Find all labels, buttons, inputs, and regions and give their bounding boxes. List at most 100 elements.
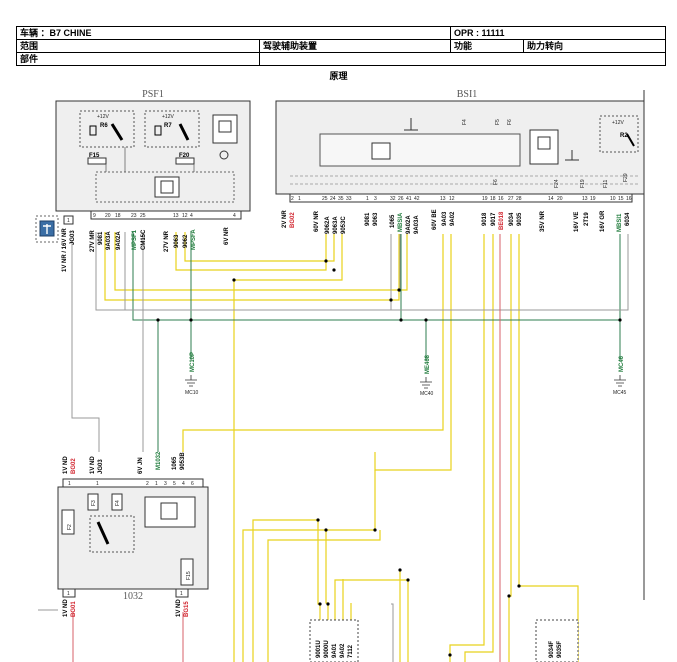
svg-text:+12V: +12V xyxy=(162,114,174,120)
svg-text:15: 15 xyxy=(618,196,624,202)
module-1032: 1032 F2 F3 F4 F15 xyxy=(57,478,209,602)
svg-text:4: 4 xyxy=(233,213,236,219)
svg-text:9053B: 9053B xyxy=(180,452,186,470)
svg-text:19: 19 xyxy=(590,196,596,202)
svg-text:33: 33 xyxy=(346,196,352,202)
svg-text:35V NR: 35V NR xyxy=(540,210,546,232)
svg-text:16V GR: 16V GR xyxy=(600,210,606,232)
svg-text:1065: 1065 xyxy=(390,214,396,228)
svg-text:MC10P: MC10P xyxy=(190,352,196,372)
svg-text:5: 5 xyxy=(173,481,176,487)
svg-text:9A03: 9A03 xyxy=(442,211,448,226)
svg-text:+12V: +12V xyxy=(612,120,624,126)
svg-text:1V ND: 1V ND xyxy=(176,599,182,617)
svg-text:32: 32 xyxy=(390,196,396,202)
svg-text:28: 28 xyxy=(516,196,522,202)
svg-text:9035F: 9035F xyxy=(557,641,563,658)
svg-text:MC45: MC45 xyxy=(613,390,627,396)
svg-text:MBSIA: MBSIA xyxy=(398,212,404,232)
svg-text:9081: 9081 xyxy=(98,231,104,245)
svg-text:PSF1: PSF1 xyxy=(142,89,164,100)
part-value xyxy=(259,52,666,66)
svg-text:1V NR / 16V NR: 1V NR / 16V NR xyxy=(62,228,68,272)
bsi1-pins: 2 1 25 24 35 33 1 3 32 26 41 42 13 12 19… xyxy=(291,196,632,202)
svg-text:F15: F15 xyxy=(186,571,192,580)
green-wires xyxy=(132,232,621,452)
svg-text:1V ND: 1V ND xyxy=(63,599,69,617)
svg-text:BE018: BE018 xyxy=(499,211,505,230)
svg-text:F6: F6 xyxy=(507,119,513,125)
svg-text:F11: F11 xyxy=(603,180,609,188)
svg-text:F2: F2 xyxy=(67,524,73,530)
svg-text:MBSI1: MBSI1 xyxy=(617,213,623,232)
svg-text:BG02: BG02 xyxy=(71,458,77,474)
svg-text:27: 27 xyxy=(508,196,514,202)
svg-text:MC10: MC10 xyxy=(185,390,199,396)
svg-text:BG15: BG15 xyxy=(184,601,190,617)
svg-text:20: 20 xyxy=(105,213,111,219)
svg-text:F4: F4 xyxy=(115,500,121,506)
svg-text:1: 1 xyxy=(155,481,158,487)
svg-text:25: 25 xyxy=(140,213,146,219)
svg-text:16: 16 xyxy=(498,196,504,202)
svg-text:9063A: 9063A xyxy=(333,216,339,234)
svg-text:BG02: BG02 xyxy=(290,212,296,228)
svg-text:13: 13 xyxy=(440,196,446,202)
svg-text:60V NR: 60V NR xyxy=(314,210,320,232)
svg-text:F5: F5 xyxy=(495,119,501,125)
svg-text:20: 20 xyxy=(557,196,563,202)
svg-text:4: 4 xyxy=(182,481,185,487)
svg-text:+12V: +12V xyxy=(97,114,109,120)
svg-text:18: 18 xyxy=(490,196,496,202)
svg-text:9A02A: 9A02A xyxy=(116,231,122,250)
svg-text:41: 41 xyxy=(406,196,412,202)
svg-text:13: 13 xyxy=(582,196,588,202)
svg-text:1: 1 xyxy=(68,481,71,487)
part-label: 部件 xyxy=(16,52,260,66)
svg-text:1: 1 xyxy=(96,481,99,487)
bsi1-unit: BSI1 +12V R2 F4 F5 F6 F6 F24 F19 F11 F29 xyxy=(275,89,645,203)
svg-text:9A02: 9A02 xyxy=(450,211,456,226)
svg-text:18: 18 xyxy=(115,213,121,219)
svg-text:1V ND: 1V ND xyxy=(63,456,69,474)
ground-mc10: MC10P MC10 xyxy=(185,352,199,396)
svg-text:13: 13 xyxy=(173,213,179,219)
svg-text:F15: F15 xyxy=(89,153,100,159)
svg-text:1032: 1032 xyxy=(123,591,143,602)
svg-text:F29: F29 xyxy=(623,173,629,182)
svg-text:27V MR: 27V MR xyxy=(90,230,96,252)
svg-text:9063: 9063 xyxy=(373,212,379,226)
svg-text:9: 9 xyxy=(93,213,96,219)
svg-text:3: 3 xyxy=(164,481,167,487)
svg-text:9053C: 9053C xyxy=(341,216,347,234)
svg-text:1: 1 xyxy=(366,196,369,202)
svg-text:26: 26 xyxy=(398,196,404,202)
svg-text:23: 23 xyxy=(131,213,137,219)
svg-text:9A02A: 9A02A xyxy=(406,215,412,234)
svg-text:4: 4 xyxy=(190,213,193,219)
svg-text:9035: 9035 xyxy=(517,212,523,226)
svg-text:12: 12 xyxy=(182,213,188,219)
psf1-unit: PSF1 +12V +12V R6 R7 F15 F20 xyxy=(55,89,251,220)
svg-text:1: 1 xyxy=(67,218,70,224)
module-1032-labels: 1V ND BG02 1 1V ND JG03 1 6V JN M1032 10… xyxy=(63,451,194,617)
psf1-pins: 9 20 18 23 25 13 12 4 4 xyxy=(93,213,236,219)
svg-text:BSI1: BSI1 xyxy=(457,89,478,100)
svg-text:42: 42 xyxy=(414,196,420,202)
bottom-connector-group-2: 9034F 9035F xyxy=(535,619,579,662)
svg-text:14: 14 xyxy=(548,196,554,202)
svg-text:CM15C: CM15C xyxy=(141,229,147,250)
svg-text:MPSFA: MPSFA xyxy=(191,229,197,250)
junction-dots xyxy=(156,259,622,657)
svg-text:27V NR: 27V NR xyxy=(164,230,170,252)
svg-text:9017: 9017 xyxy=(491,212,497,226)
svg-text:9081: 9081 xyxy=(365,212,371,226)
svg-text:9063: 9063 xyxy=(174,234,180,248)
svg-text:3: 3 xyxy=(374,196,377,202)
svg-text:ME468: ME468 xyxy=(425,354,431,374)
svg-text:1: 1 xyxy=(180,591,183,597)
ground-mc45: MC46 MC45 xyxy=(613,355,627,396)
svg-text:MC40: MC40 xyxy=(420,391,434,397)
svg-text:60V BE: 60V BE xyxy=(432,209,438,230)
